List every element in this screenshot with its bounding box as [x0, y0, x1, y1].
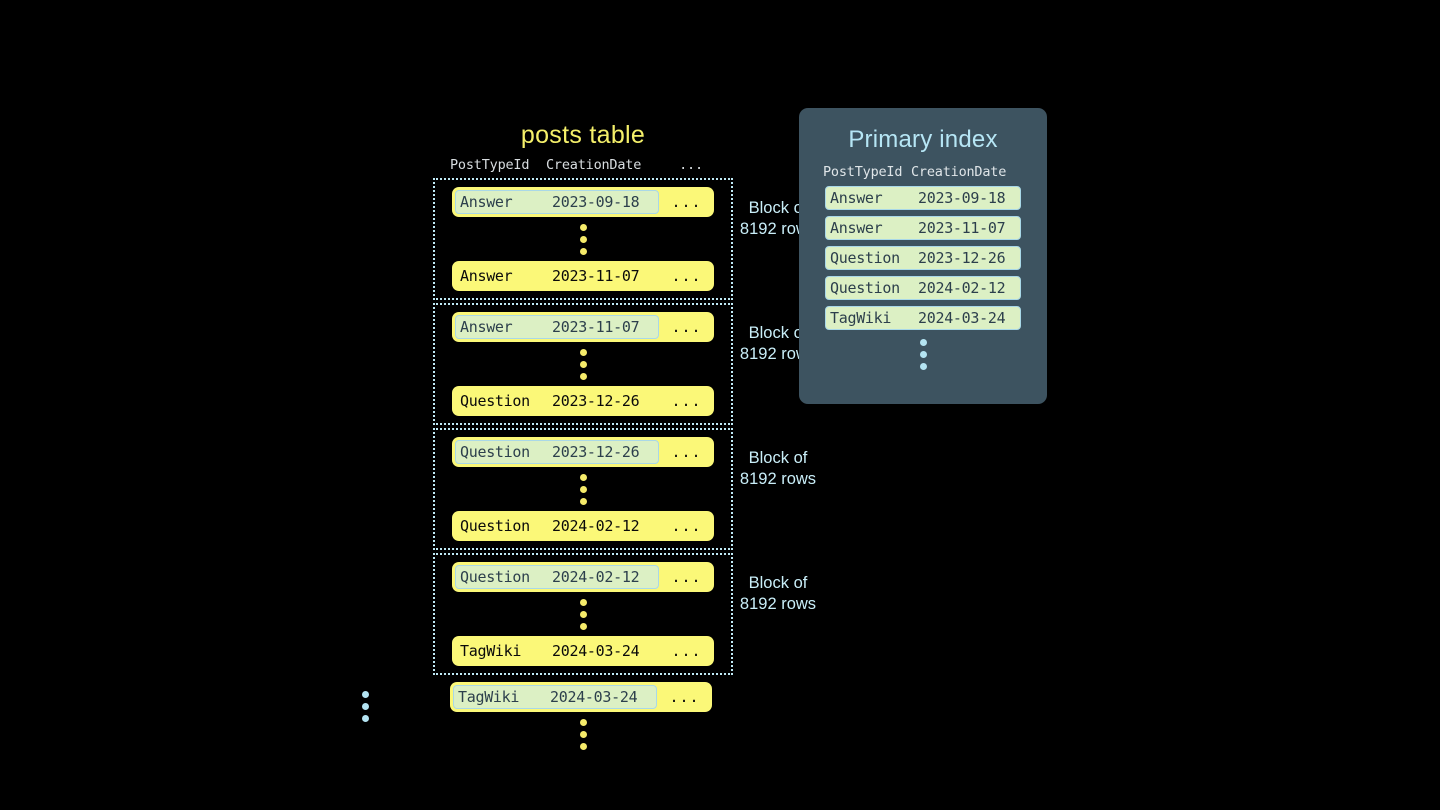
cell-creationdate: 2023-11-07	[552, 267, 640, 285]
row-continuation-dots	[435, 342, 731, 386]
table-row: Answer 2023-11-07 ...	[452, 312, 714, 342]
cell-posttypeid: TagWiki	[458, 688, 520, 706]
cell-creationdate: 2023-12-26	[918, 249, 1006, 267]
block-label: Block of 8192 rows	[703, 448, 853, 490]
table-row: Question 2023-12-26 ...	[452, 437, 714, 467]
primary-index-panel: Primary index PostTypeId CreationDate An…	[799, 108, 1047, 404]
cell-creationdate: 2023-12-26	[552, 392, 640, 410]
table-row: Question 2024-02-12 ...	[452, 562, 714, 592]
cell-posttypeid: Answer	[460, 193, 513, 211]
block-label-line2: 8192 rows	[739, 595, 817, 613]
cell-ellipsis: ...	[671, 392, 702, 410]
cell-creationdate: 2024-03-24	[550, 688, 638, 706]
table-block: Block of 8192 rows Answer 2023-11-07 ...…	[433, 303, 816, 425]
cell-posttypeid: Answer	[830, 189, 883, 207]
cell-ellipsis: ...	[671, 267, 702, 285]
cell-posttypeid: Question	[830, 249, 900, 267]
row-key-highlight: Answer 2023-09-18	[455, 190, 659, 214]
cell-creationdate: 2023-11-07	[918, 219, 1006, 237]
cell-creationdate: 2024-02-12	[918, 279, 1006, 297]
cell-creationdate: 2023-12-26	[552, 443, 640, 461]
cell-creationdate: 2024-02-12	[552, 517, 640, 535]
index-row: Answer 2023-09-18	[825, 186, 1021, 210]
row-key-highlight: Question 2023-12-26	[455, 440, 659, 464]
row-continuation-dots	[435, 592, 731, 636]
cell-creationdate: 2024-03-24	[552, 642, 640, 660]
cell-creationdate: 2024-03-24	[918, 309, 1006, 327]
row-key-group: TagWiki 2024-03-24	[455, 639, 659, 663]
index-row: Question 2023-12-26	[825, 246, 1021, 270]
cell-creationdate: 2023-09-18	[552, 193, 640, 211]
column-header-creationdate: CreationDate	[911, 164, 1007, 180]
cell-posttypeid: Question	[460, 443, 530, 461]
primary-index-column-headers: PostTypeId CreationDate	[799, 158, 1047, 186]
cell-ellipsis: ...	[669, 688, 700, 706]
index-row: TagWiki 2024-03-24	[825, 306, 1021, 330]
cell-posttypeid: Answer	[460, 267, 513, 285]
block-label: Block of 8192 rows	[703, 323, 853, 365]
row-continuation-dots	[435, 217, 731, 261]
cell-creationdate: 2024-02-12	[552, 568, 640, 586]
block-label-line2: 8192 rows	[739, 470, 817, 488]
cell-posttypeid: TagWiki	[830, 309, 892, 327]
table-block: Block of 8192 rows Answer 2023-09-18 ...…	[433, 178, 816, 300]
table-row: Answer 2023-09-18 ...	[452, 187, 714, 217]
trailing-row-container: TagWiki 2024-03-24 ...	[433, 678, 733, 756]
row-key-highlight: Answer 2023-11-07	[455, 315, 659, 339]
table-block: Block of 8192 rows Question 2023-12-26 .…	[433, 428, 816, 550]
cell-posttypeid: Question	[460, 517, 530, 535]
row-key-group: Answer 2023-11-07	[455, 264, 659, 288]
cell-posttypeid: TagWiki	[460, 642, 522, 660]
row-key-highlight: Question 2024-02-12	[455, 565, 659, 589]
index-row: Answer 2023-11-07	[825, 216, 1021, 240]
cell-ellipsis: ...	[671, 193, 702, 211]
column-header-ellipsis: ...	[679, 157, 703, 173]
cell-ellipsis: ...	[671, 318, 702, 336]
cell-ellipsis: ...	[671, 568, 702, 586]
cell-posttypeid: Answer	[830, 219, 883, 237]
table-row: Answer 2023-11-07 ...	[452, 261, 714, 291]
column-header-posttypeid: PostTypeId	[823, 164, 903, 180]
index-row: Question 2024-02-12	[825, 276, 1021, 300]
block-label-line1: Block of	[748, 574, 808, 592]
table-row: TagWiki 2024-03-24 ...	[452, 636, 714, 666]
block-label-line1: Block of	[748, 199, 808, 217]
posts-table: posts table PostTypeId CreationDate ... …	[433, 118, 816, 756]
column-header-creationdate: CreationDate	[546, 157, 642, 173]
cell-posttypeid: Question	[460, 392, 530, 410]
index-continuation-dots	[799, 336, 1047, 376]
table-row: Question 2023-12-26 ...	[452, 386, 714, 416]
block-label-line2: 8192 rows	[739, 220, 817, 238]
cell-ellipsis: ...	[671, 642, 702, 660]
table-continuation-dots	[433, 712, 733, 756]
table-row: TagWiki 2024-03-24 ...	[450, 682, 712, 712]
cell-ellipsis: ...	[671, 517, 702, 535]
blocks-continuation-dots	[362, 684, 369, 728]
cell-creationdate: 2023-11-07	[552, 318, 640, 336]
primary-index-title: Primary index	[848, 126, 998, 153]
cell-creationdate: 2023-09-18	[918, 189, 1006, 207]
table-block: Block of 8192 rows Question 2024-02-12 .…	[433, 553, 816, 675]
block-label-line1: Block of	[748, 449, 808, 467]
cell-ellipsis: ...	[671, 443, 702, 461]
posts-table-title: posts table	[520, 121, 646, 149]
block-label-line2: 8192 rows	[739, 345, 817, 363]
row-continuation-dots	[435, 467, 731, 511]
block-label: Block of 8192 rows	[703, 198, 853, 240]
cell-posttypeid: Answer	[460, 318, 513, 336]
cell-posttypeid: Question	[460, 568, 530, 586]
row-key-group: Question 2023-12-26	[455, 389, 659, 413]
table-row: Question 2024-02-12 ...	[452, 511, 714, 541]
cell-posttypeid: Question	[830, 279, 900, 297]
posts-table-column-headers: PostTypeId CreationDate ...	[433, 152, 733, 178]
row-key-group: Question 2024-02-12	[455, 514, 659, 538]
block-label: Block of 8192 rows	[703, 573, 853, 615]
row-key-highlight: TagWiki 2024-03-24	[453, 685, 657, 709]
column-header-posttypeid: PostTypeId	[450, 157, 530, 173]
block-label-line1: Block of	[748, 324, 808, 342]
